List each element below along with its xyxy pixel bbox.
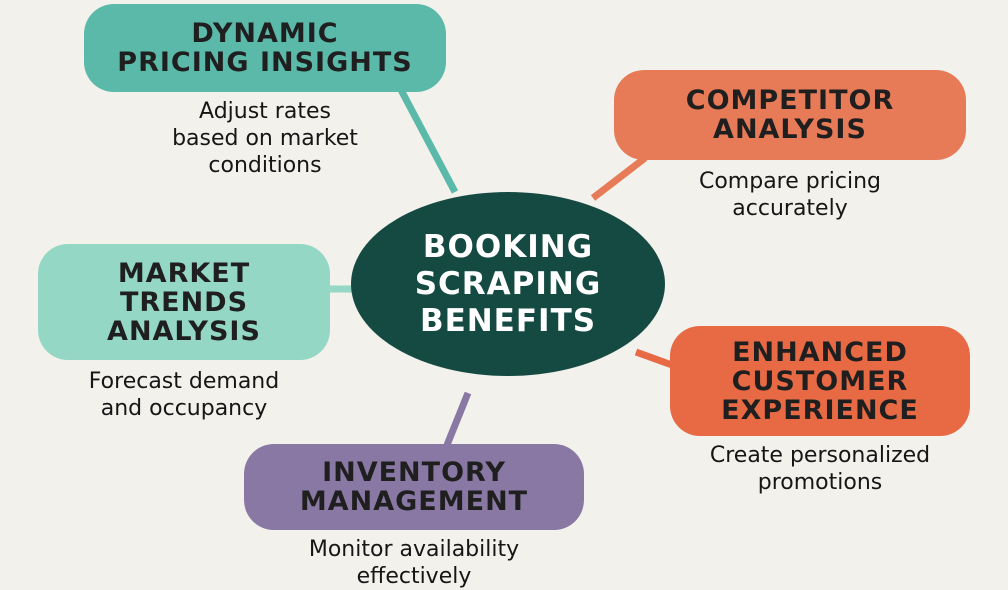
desc-line: Create personalized (709, 443, 931, 468)
node-market-trends: MARKET TRENDS ANALYSIS (38, 244, 330, 360)
desc-line: accurately (732, 196, 848, 221)
desc-line: Adjust rates (199, 99, 331, 124)
desc-inventory-management: Monitor availability effectively (244, 536, 584, 590)
center-title-line: BOOKING (422, 228, 594, 265)
node-customer-experience: ENHANCED CUSTOMER EXPERIENCE (670, 326, 970, 436)
desc-line: promotions (757, 470, 883, 495)
connector-inventory-management (443, 391, 472, 447)
desc-competitor-analysis: Compare pricing accurately (620, 168, 960, 222)
node-inventory-management: INVENTORY MANAGEMENT (244, 444, 584, 530)
center-title-line: SCRAPING (414, 265, 602, 302)
desc-line: based on market (172, 126, 358, 151)
node-title-line: ANALYSIS (713, 114, 867, 145)
desc-line: Forecast demand (88, 369, 280, 394)
center-node: BOOKING SCRAPING BENEFITS (351, 192, 665, 376)
desc-customer-experience: Create personalized promotions (640, 442, 1000, 496)
node-title-line: INVENTORY (322, 457, 506, 488)
connector-competitor-analysis (590, 155, 648, 201)
node-title-line: CUSTOMER (731, 365, 909, 397)
node-title-line: ANALYSIS (107, 315, 261, 347)
center-title-line: BENEFITS (419, 302, 597, 339)
node-title-line: DYNAMIC (191, 18, 339, 49)
desc-line: effectively (356, 564, 472, 589)
node-title-line: TRENDS (119, 286, 249, 318)
desc-market-trends: Forecast demand and occupancy (38, 368, 330, 422)
node-title-line: MANAGEMENT (299, 486, 529, 517)
node-title-line: MARKET (117, 257, 251, 289)
desc-line: conditions (208, 153, 322, 178)
desc-line: Monitor availability (308, 537, 520, 562)
node-title-line: EXPERIENCE (721, 394, 919, 426)
node-title-line: ENHANCED (732, 336, 908, 368)
node-title-line: PRICING INSIGHTS (117, 47, 413, 78)
desc-line: Compare pricing (698, 169, 882, 194)
node-title-line: COMPETITOR (685, 85, 895, 116)
desc-dynamic-pricing: Adjust rates based on market conditions (100, 98, 430, 179)
connector-customer-experience (634, 348, 674, 369)
node-dynamic-pricing: DYNAMIC PRICING INSIGHTS (84, 4, 446, 92)
connector-dynamic-pricing (396, 86, 459, 194)
node-competitor-analysis: COMPETITOR ANALYSIS (614, 70, 966, 160)
desc-line: and occupancy (100, 396, 268, 421)
